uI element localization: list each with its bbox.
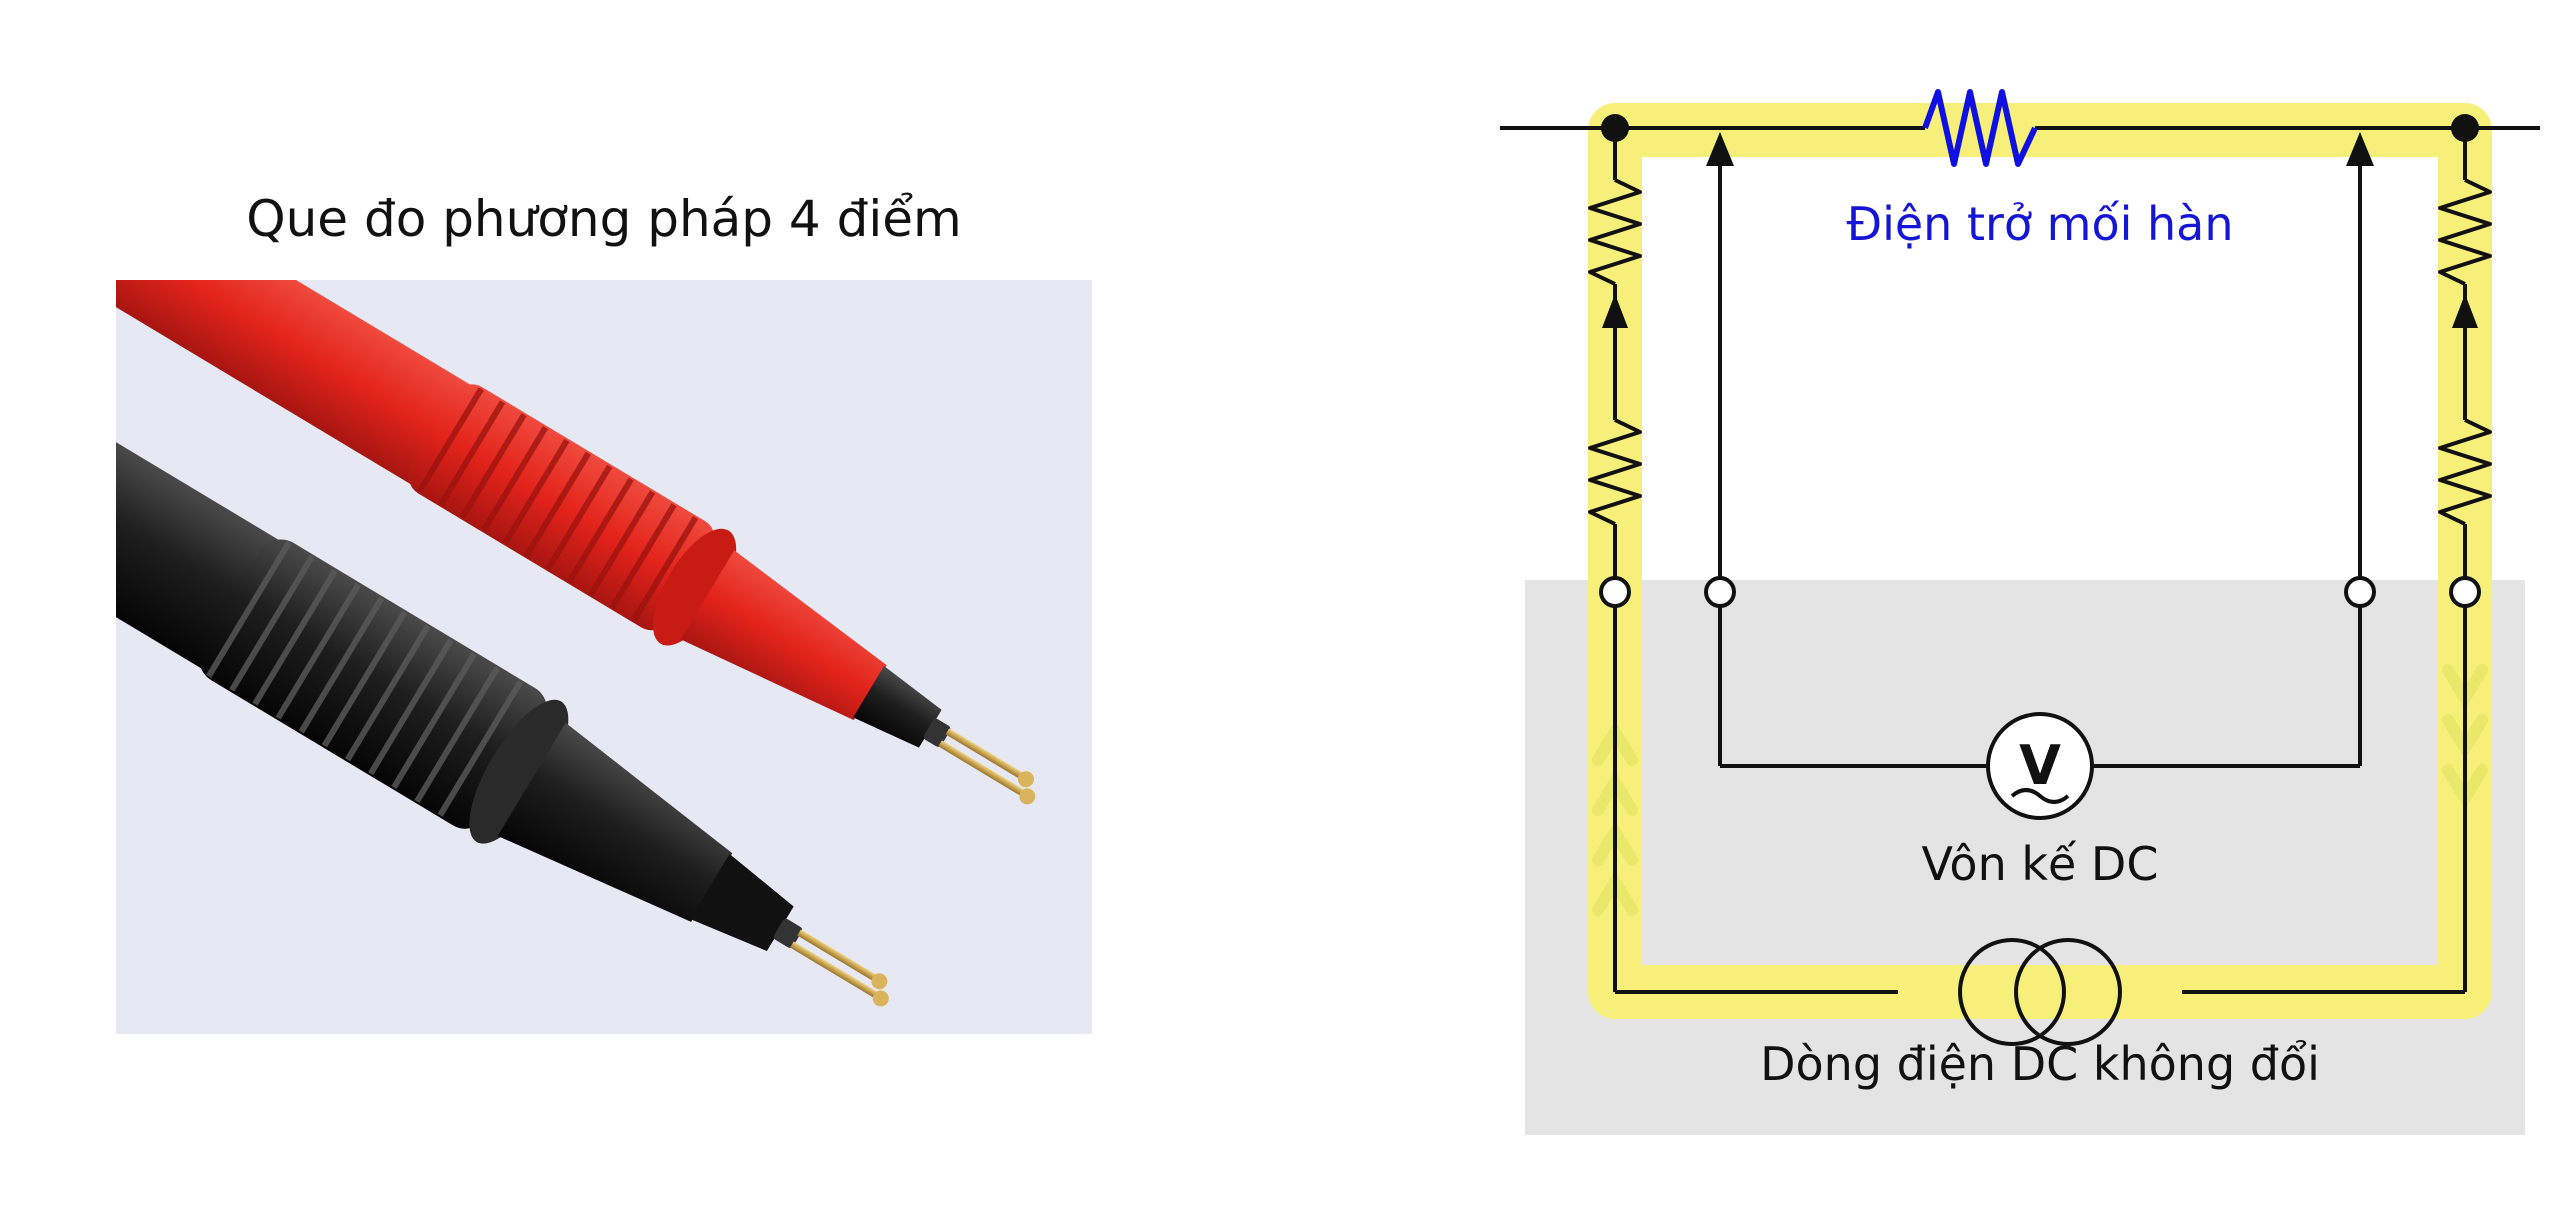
junction-resistor	[1922, 89, 2038, 167]
right-current-lead	[2182, 128, 2492, 994]
red-probe	[116, 280, 1036, 805]
left-arrow	[1602, 294, 1628, 328]
four-wire-circuit-diagram: V Điện trở mối hàn Vôn kế DC Dòng điện D…	[1500, 89, 2560, 1135]
current-source-label: Dòng điện DC không đổi	[1760, 1037, 2320, 1091]
terminal-3	[2344, 576, 2376, 608]
terminal-2	[1704, 576, 1736, 608]
four-wire-circuit-panel: V Điện trở mối hàn Vôn kế DC Dòng điện D…	[1480, 80, 2560, 1140]
voltmeter-wave	[2010, 788, 2070, 804]
voltmeter-letter: V	[2019, 734, 2061, 797]
probe-photo-title: Que đo phương pháp 4 điểm	[246, 190, 962, 248]
probe-photo-panel: Que đo phương pháp 4 điểm	[0, 0, 1200, 1213]
current-source-coil-left	[1958, 938, 2066, 1046]
terminal-4	[2449, 576, 2481, 608]
sense-arrow-right	[2346, 132, 2374, 166]
sense-arrow-left	[1706, 132, 1734, 166]
terminals	[1599, 576, 2481, 608]
current-source-coil-right	[2014, 938, 2122, 1046]
junction-resistance-label: Điện trở mối hàn	[1846, 197, 2233, 251]
voltage-sense-leads	[1718, 162, 2362, 768]
terminal-1	[1599, 576, 1631, 608]
four-point-probe-photo	[116, 280, 1092, 1034]
black-probe	[116, 313, 889, 1007]
voltmeter-label: Vôn kế DC	[1922, 837, 2159, 891]
right-arrow	[2452, 294, 2478, 328]
